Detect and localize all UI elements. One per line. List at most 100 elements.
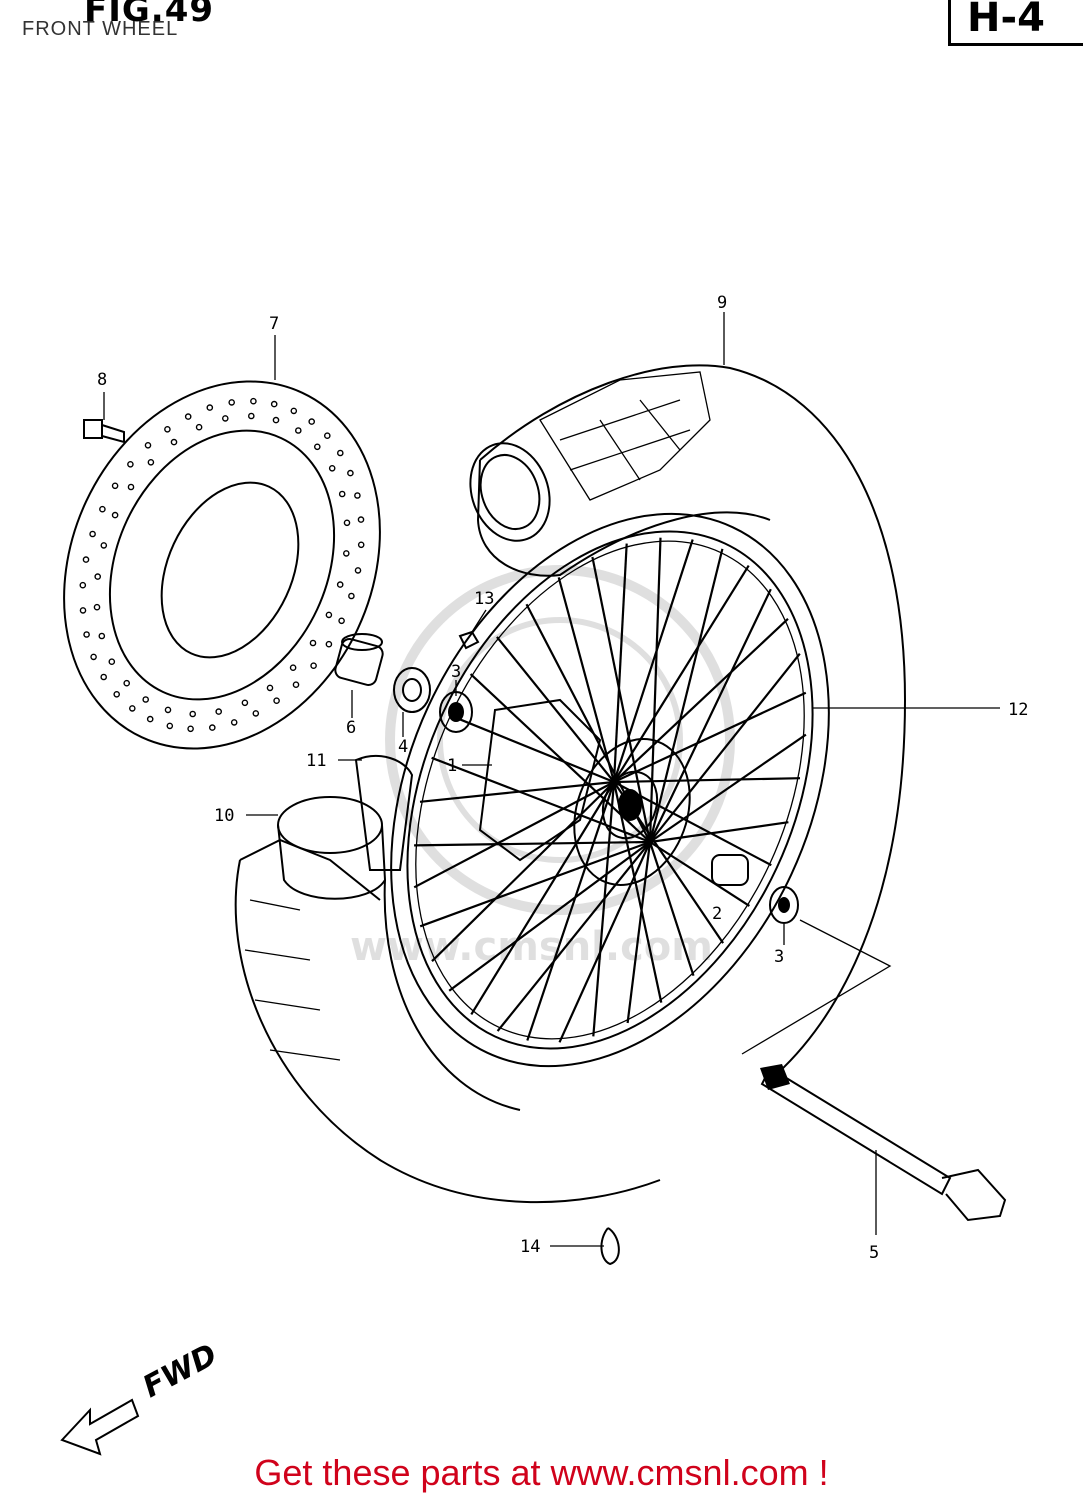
figure-label: FIG.49: [84, 0, 215, 30]
disc-hole: [142, 696, 149, 703]
disc-hole: [228, 399, 235, 406]
disc-hole: [164, 706, 172, 714]
disc-hole: [215, 708, 222, 715]
spoke: [558, 841, 652, 1043]
disc-hole: [127, 483, 135, 491]
spoke: [496, 841, 651, 1032]
callout-label: 2: [712, 904, 722, 924]
spoke: [526, 781, 616, 1041]
footer-link-text[interactable]: Get these parts at www.cmsnl.com !: [254, 1452, 829, 1493]
spoke: [648, 537, 662, 843]
axle[interactable]: [760, 1064, 1007, 1222]
disc-hole: [347, 469, 354, 477]
spoke: [649, 653, 801, 843]
spoke: [414, 840, 651, 847]
disc-hole: [292, 681, 300, 689]
spoke: [649, 588, 772, 843]
spacer[interactable]: [334, 633, 385, 687]
disc-hole: [343, 519, 351, 527]
spoke: [448, 713, 615, 784]
callout-label: 8: [97, 370, 107, 390]
hub[interactable]: [478, 698, 709, 901]
disc-hole: [354, 492, 361, 499]
disc-hole: [146, 715, 154, 723]
disc-hole: [128, 705, 136, 712]
disc-hole: [338, 617, 345, 625]
collar[interactable]: [711, 854, 749, 886]
disc-hole: [100, 542, 108, 549]
dust-seal[interactable]: [277, 755, 414, 900]
spoke: [626, 841, 652, 1024]
disc-hole: [108, 658, 116, 666]
disc-hole: [82, 556, 90, 563]
disc-hole: [273, 697, 280, 705]
disc-hole: [336, 449, 344, 457]
spoke: [613, 565, 750, 783]
disc-hole: [336, 581, 344, 588]
brake-disc[interactable]: [6, 329, 438, 800]
disc-hole: [325, 640, 333, 648]
spoke: [649, 821, 789, 844]
disc-hole: [348, 592, 355, 600]
spoke: [648, 548, 724, 843]
disc-hole: [309, 639, 317, 647]
disc-hole: [354, 567, 362, 574]
callout-label: 14: [520, 1237, 540, 1257]
disc-hole: [230, 719, 238, 726]
oil-seal[interactable]: [393, 667, 431, 713]
spoke: [612, 781, 663, 1003]
disc-hole: [250, 397, 257, 405]
spoke: [591, 556, 652, 843]
spoke: [613, 777, 801, 784]
disc-hole: [93, 603, 101, 611]
disc-hole: [187, 725, 194, 733]
disc-hole: [357, 541, 365, 549]
spoke: [649, 733, 807, 843]
disc-hole: [208, 724, 216, 731]
spoke: [448, 841, 651, 992]
disc-hole: [272, 416, 280, 424]
callout-label: 13: [474, 589, 494, 609]
spoke: [592, 781, 616, 1037]
fwd-arrow: FWD: [60, 1337, 223, 1456]
disc-hole: [325, 611, 333, 619]
disc-hole: [189, 710, 196, 718]
disc-hole: [247, 412, 255, 420]
disc-hole: [195, 423, 203, 431]
disc-hole: [310, 662, 317, 670]
callout-label: 1: [447, 756, 457, 776]
disc-hole: [79, 581, 87, 589]
disc-bolt[interactable]: [83, 419, 125, 444]
disc-hole: [147, 458, 155, 466]
disc-hole: [83, 631, 90, 638]
page-title: FRONT WHEEL: [22, 18, 179, 40]
tire[interactable]: [234, 364, 907, 1204]
disc-hole: [252, 710, 260, 717]
disc-hole: [127, 460, 134, 468]
callout-label: 7: [269, 314, 279, 334]
disc-hole: [357, 516, 365, 523]
spoke: [413, 781, 615, 889]
disc-hole: [308, 418, 316, 425]
spoke: [613, 691, 807, 783]
bearing-right[interactable]: [769, 886, 799, 924]
disc-hole: [164, 425, 171, 433]
disc-hole: [290, 407, 298, 415]
disc-hole: [123, 679, 130, 687]
disc-hole: [100, 673, 107, 681]
callout-label: 6: [346, 718, 356, 738]
disc-hole: [111, 511, 119, 519]
disc-hole: [270, 400, 278, 408]
callout-label: 12: [1008, 700, 1028, 720]
spoke: [419, 840, 651, 928]
cotter-pin[interactable]: [600, 1227, 620, 1266]
disc-hole: [184, 413, 192, 420]
disc-hole: [79, 607, 87, 614]
spoke: [648, 841, 695, 977]
callout-label: 11: [306, 751, 326, 771]
callout-label: 4: [398, 737, 408, 757]
disc-hole: [313, 443, 321, 451]
spoke: [431, 781, 615, 962]
